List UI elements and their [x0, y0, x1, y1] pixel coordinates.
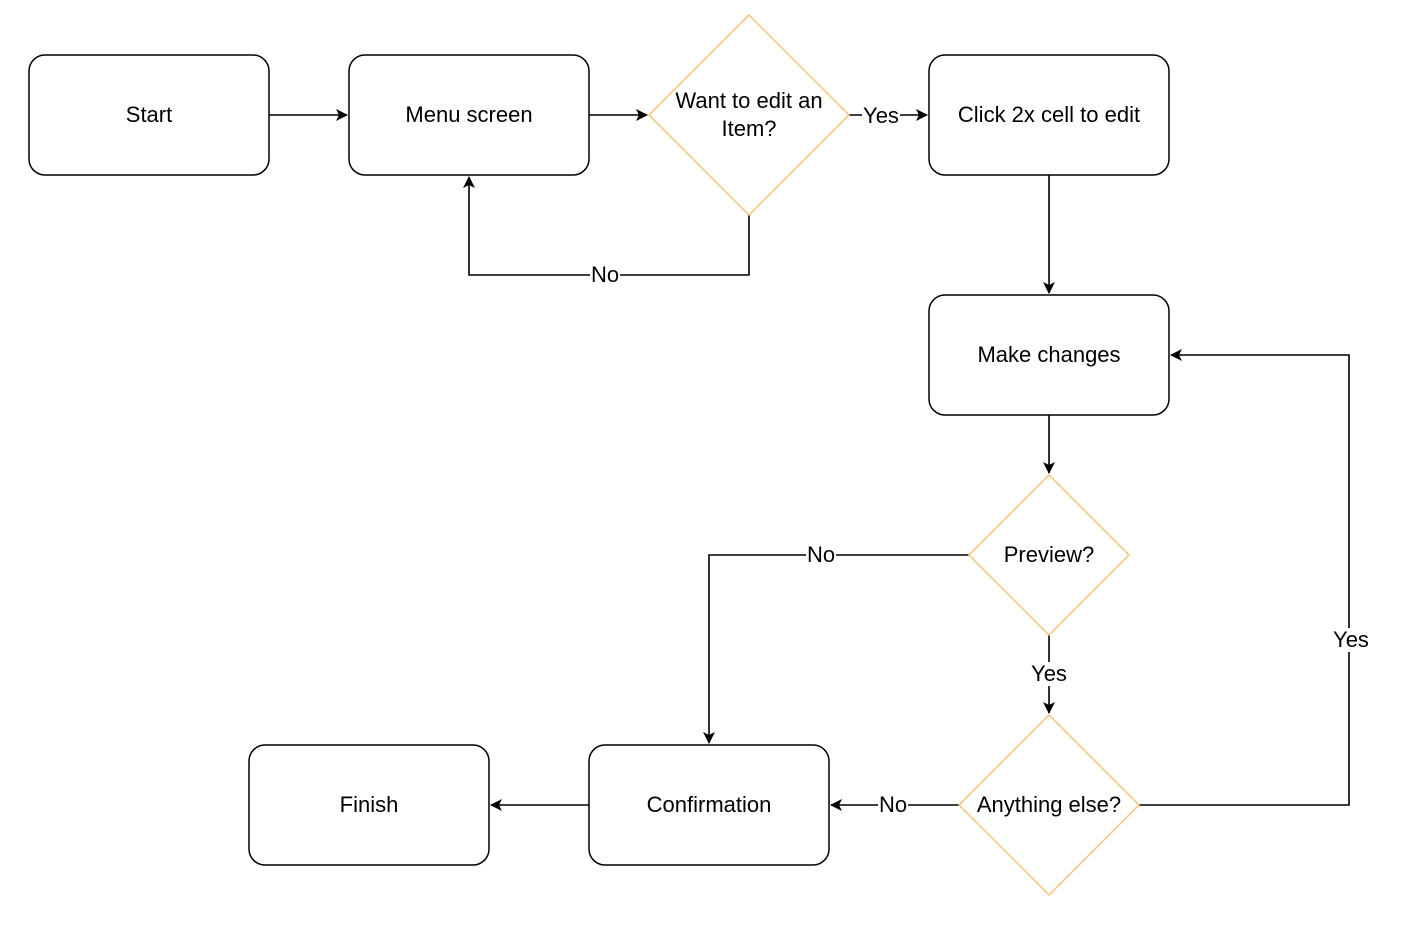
edge-label-want-yes-text: Yes — [863, 103, 899, 128]
node-confirmation: Confirmation — [588, 744, 830, 866]
decision-want-to-edit: Want to edit an Item? — [647, 13, 851, 217]
edge-label-anything-yes-bg — [1331, 628, 1371, 652]
edge-label-anything-no-bg — [878, 793, 908, 817]
edge-label-want-yes: Yes — [862, 103, 900, 128]
decision-preview-label: Preview? — [1004, 542, 1094, 567]
edge-anything-yes-to-make — [1139, 349, 1350, 806]
node-finish: Finish — [248, 744, 490, 866]
decision-preview: Preview? — [967, 473, 1131, 637]
node-make-changes-shape — [928, 294, 1170, 416]
node-start: Start — [28, 54, 270, 176]
edge-label-preview-no-text: No — [807, 542, 835, 567]
edge-label-preview-no: No — [806, 542, 836, 567]
edge-label-anything-yes-text: Yes — [1333, 627, 1369, 652]
node-menu-screen: Menu screen — [348, 54, 590, 176]
node-confirmation-shape — [588, 744, 830, 866]
edge-label-preview-yes-bg — [1030, 662, 1068, 686]
node-start-shape — [28, 54, 270, 176]
decision-preview-shape — [967, 473, 1131, 637]
decision-want-to-edit-label-line2: Item? — [721, 116, 776, 141]
decision-want-to-edit-label-line1: Want to edit an — [675, 88, 822, 113]
decision-want-to-edit-shape — [647, 13, 851, 217]
edge-label-want-no-bg — [590, 263, 620, 287]
node-click-cell-label: Click 2x cell to edit — [958, 102, 1140, 127]
edge-label-anything-no-text: No — [879, 792, 907, 817]
edge-label-want-yes-bg — [862, 104, 900, 128]
decision-anything-else: Anything else? — [957, 713, 1141, 897]
node-make-changes: Make changes — [928, 294, 1170, 416]
node-click-cell-shape — [928, 54, 1170, 176]
node-start-label: Start — [126, 102, 172, 127]
edge-label-preview-yes: Yes — [1030, 661, 1068, 686]
edges — [269, 109, 1350, 811]
edge-label-preview-yes-text: Yes — [1031, 661, 1067, 686]
node-confirmation-label: Confirmation — [647, 792, 772, 817]
edge-preview-no-to-confirm — [703, 554, 969, 744]
edge-label-want-no-text: No — [591, 262, 619, 287]
node-menu-screen-label: Menu screen — [405, 102, 532, 127]
edge-label-preview-no-bg — [806, 543, 836, 567]
edge-label-anything-no: No — [878, 792, 908, 817]
edge-label-anything-yes: Yes — [1331, 627, 1371, 652]
node-click-cell: Click 2x cell to edit — [928, 54, 1170, 176]
edge-label-want-no: No — [590, 262, 620, 287]
node-menu-screen-shape — [348, 54, 590, 176]
edge-want-no-to-menu — [463, 176, 750, 276]
node-finish-shape — [248, 744, 490, 866]
decision-anything-else-label: Anything else? — [977, 792, 1121, 817]
node-make-changes-label: Make changes — [977, 342, 1120, 367]
decision-anything-else-shape — [957, 713, 1141, 897]
node-finish-label: Finish — [340, 792, 399, 817]
edge-labels: Yes No No Yes No Yes — [590, 103, 1371, 817]
